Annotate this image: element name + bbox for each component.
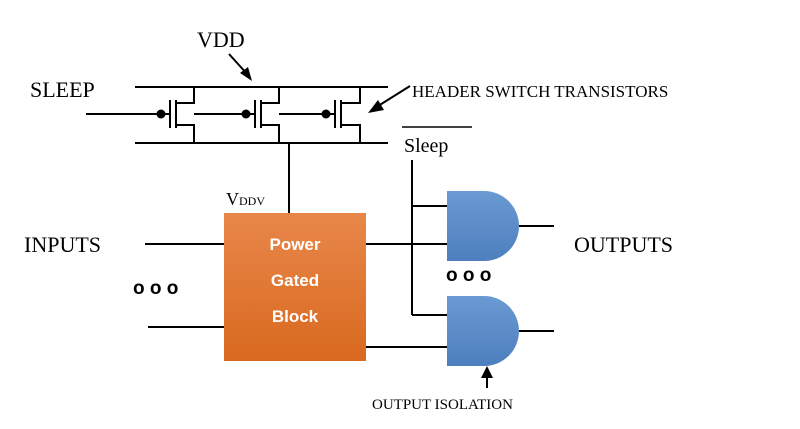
vdd-label: VDD [197,27,245,52]
header-transistor-1 [156,87,195,143]
vdd-arrow [228,53,252,81]
header-transistor-2 [241,87,280,143]
power-gated-block [224,213,366,361]
sleep-label: SLEEP [30,77,95,102]
vddv-label: VDDV [226,189,265,209]
sleep-bar-label: Sleep [404,135,448,157]
isolation-arrow [481,366,493,388]
block-line-3: Block [272,307,319,326]
inputs-label: INPUTS [24,232,101,257]
and-gate-1 [447,191,519,261]
output-isolation-label: OUTPUT ISOLATION [372,397,513,413]
header-transistor-3 [321,87,361,143]
block-line-2: Gated [271,271,319,290]
outputs-label: OUTPUTS [574,232,673,257]
output-dots: o o o [446,265,491,286]
block-line-1: Power [269,235,320,254]
header-arrow [368,85,411,113]
and-gate-2 [447,296,519,366]
input-dots: o o o [133,278,178,299]
header-switch-label: HEADER SWITCH TRANSISTORS [412,82,668,101]
